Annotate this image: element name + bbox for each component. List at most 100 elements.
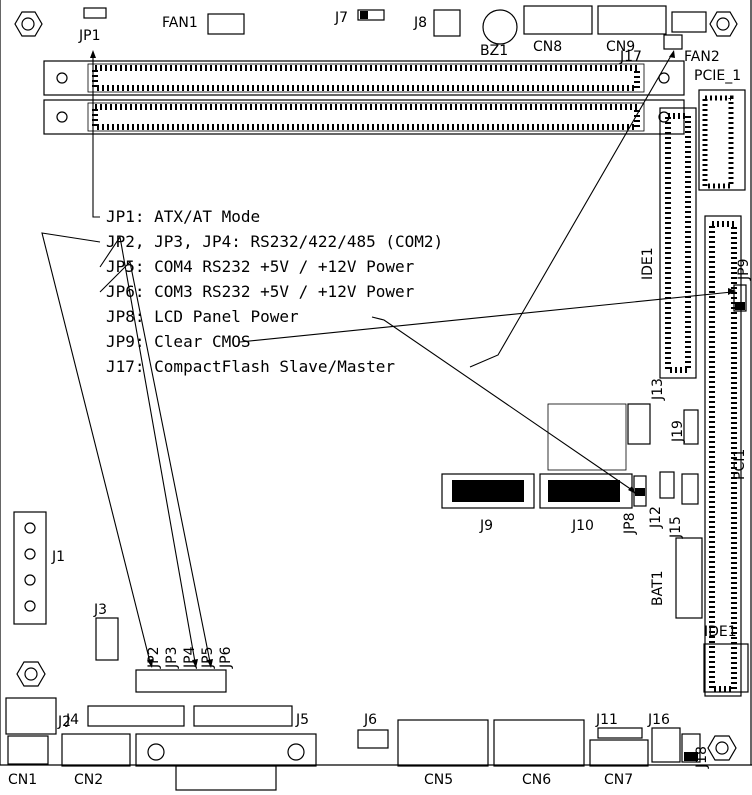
j1-label: J1 <box>51 549 65 565</box>
j18-label: J18 <box>694 746 710 769</box>
ide1-bottom-block <box>703 643 749 693</box>
bz1-buzzer <box>482 9 518 45</box>
cn7-connector <box>589 739 649 767</box>
pcie1-connector <box>698 89 746 191</box>
legend-jp9: JP9: Clear CMOS <box>106 332 251 351</box>
j7-header <box>357 9 385 21</box>
j1-power-connector <box>13 511 47 625</box>
leader-jp2-jp4 <box>41 232 151 663</box>
cn8-label: CN8 <box>533 39 562 55</box>
jp1-header <box>83 7 107 19</box>
bz1-label: BZ1 <box>480 43 508 59</box>
j10-label: J10 <box>571 518 594 534</box>
jp1-label: JP1 <box>78 28 100 44</box>
j2-connector <box>5 697 57 735</box>
j19-label: J19 <box>670 420 686 443</box>
ide1-pins <box>665 113 691 373</box>
pci1-pins <box>709 221 737 692</box>
cn5-label: CN5 <box>424 772 453 788</box>
cn9-label: CN9 <box>606 39 635 55</box>
j10-connector <box>539 473 633 509</box>
j9-connector <box>441 473 535 509</box>
pcie1-pins <box>702 95 734 189</box>
j15-header <box>681 473 699 505</box>
fan2-connector <box>671 11 707 33</box>
j3-header <box>95 617 119 661</box>
leader-jp6 <box>99 260 211 663</box>
cn1-connector <box>7 735 49 765</box>
legend-jp5: JP5: COM4 RS232 +5V / +12V Power <box>106 257 415 276</box>
j18-header <box>681 733 701 763</box>
legend-jp8: JP8: LCD Panel Power <box>106 307 299 326</box>
leader-jp5 <box>99 235 196 663</box>
jp9-header <box>733 284 747 312</box>
j4-header <box>87 705 185 727</box>
legend-j17: J17: CompactFlash Slave/Master <box>106 357 395 376</box>
ide1-connector <box>659 107 697 379</box>
j17-label: J17 <box>619 49 642 65</box>
j18-pin1 <box>684 752 698 761</box>
legend-jp1: JP1: ATX/AT Mode <box>106 207 260 226</box>
j6-label: J6 <box>363 712 377 728</box>
j8-header <box>433 9 461 37</box>
pcie1-label: PCIE_1 <box>694 68 741 84</box>
jp9-pin1 <box>735 302 745 310</box>
j3-label: J3 <box>93 602 107 618</box>
top-slot-1 <box>43 60 685 96</box>
cn1-label: CN1 <box>8 772 37 788</box>
bat1-battery <box>675 537 703 619</box>
j5-label: J5 <box>295 712 309 728</box>
fan1-connector <box>207 13 245 35</box>
j2-label: J2 <box>57 714 71 730</box>
j15-label: J15 <box>668 516 684 539</box>
j17-header <box>663 34 683 50</box>
jp6-label: JP6 <box>218 646 234 669</box>
j7-label: J7 <box>334 10 348 26</box>
pci1-connector <box>704 215 742 697</box>
j13-header <box>627 403 651 445</box>
pci1-label: PCI1 <box>732 449 748 480</box>
j16-header <box>651 727 681 763</box>
j12-header <box>659 471 675 499</box>
cn7-label: CN7 <box>604 772 633 788</box>
fan1-label: FAN1 <box>162 15 198 31</box>
cn8-connector <box>523 5 593 35</box>
jp8-pin1 <box>635 488 645 496</box>
legend-jp2-jp4: JP2, JP3, JP4: RS232/422/485 (COM2) <box>106 232 443 251</box>
ide1-bottom-label: IDE1 <box>704 624 737 640</box>
mounting-hole-left-mid <box>16 661 46 687</box>
jumper-legend: JP1: ATX/AT Mode JP2, JP3, JP4: RS232/42… <box>106 207 443 376</box>
jp8-label: JP8 <box>622 513 638 535</box>
cn3-connector <box>135 733 317 767</box>
leader-jp1 <box>92 58 100 218</box>
ide1-label: IDE1 <box>640 247 656 280</box>
cn3-shell <box>175 765 277 791</box>
mounting-hole-top-left <box>14 11 43 37</box>
j8-label: J8 <box>413 15 427 31</box>
jp3-label: JP3 <box>164 647 180 669</box>
mounting-hole-top-right <box>709 11 738 37</box>
cn9-connector <box>597 5 667 35</box>
bat1-label: BAT1 <box>650 570 666 606</box>
cn6-label: CN6 <box>522 772 551 788</box>
legend-jp6: JP6: COM3 RS232 +5V / +12V Power <box>106 282 415 301</box>
j4-label: J4 <box>65 712 79 728</box>
j6-header <box>357 729 389 749</box>
j13-label: J13 <box>650 378 666 401</box>
mounting-hole-right-bottom <box>707 735 737 761</box>
j11-label: J11 <box>595 712 618 728</box>
compactflash-area <box>547 403 627 471</box>
top-slot-2 <box>43 99 685 135</box>
leader-jp9 <box>239 291 733 343</box>
j7-pin1 <box>360 11 368 19</box>
j19-header <box>683 409 699 445</box>
j12-label: J12 <box>648 506 664 529</box>
cn2-connector <box>61 733 131 767</box>
cn6-connector <box>493 719 585 767</box>
j16-label: J16 <box>647 712 670 728</box>
j9-label: J9 <box>479 518 493 534</box>
j5-header <box>193 705 293 727</box>
jp9-label: JP9 <box>736 259 752 281</box>
leader-jp8 <box>371 316 633 491</box>
